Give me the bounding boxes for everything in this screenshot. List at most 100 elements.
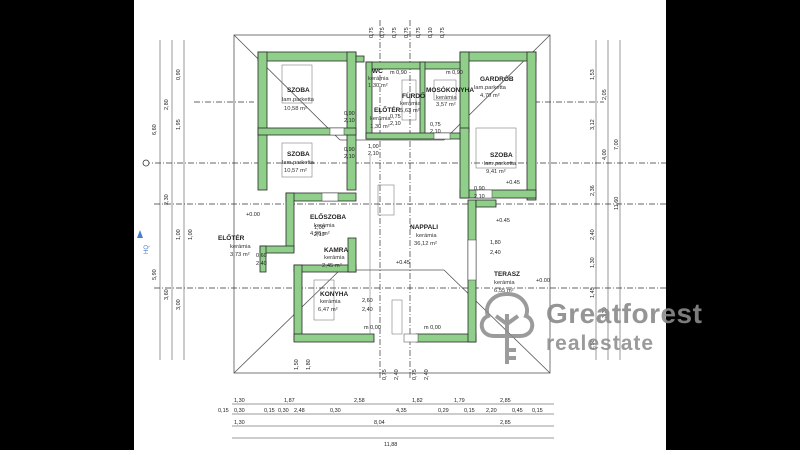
dimension-label: kerámia xyxy=(400,101,421,107)
dimension-label: kerámia xyxy=(494,280,515,286)
dimension-label: kerámia xyxy=(416,233,437,239)
dimension-label: 4,35 xyxy=(396,408,407,414)
dimension-label: 2,10 xyxy=(390,121,401,127)
dimension-label: 0,10 xyxy=(428,27,434,38)
dimension-label: 2,30 xyxy=(164,194,170,205)
dimension-label: 0,75 xyxy=(380,27,386,38)
dimension-label: 3,12 xyxy=(590,119,596,130)
dimension-label: m 0,00 xyxy=(364,325,381,331)
right-black-bar xyxy=(666,0,800,450)
dimension-label: 3,30 xyxy=(602,307,608,318)
room-konyha: KONYHA kerámia 6,47 m² xyxy=(318,291,348,313)
dimension-label: m 0,00 xyxy=(424,325,441,331)
room-szoba-3: SZOBA lam.parketta 9,41 m² xyxy=(484,152,517,175)
dimension-label: kerámia xyxy=(320,299,341,305)
dimension-label: lam.parketta xyxy=(282,160,315,166)
left-dimension-labels: 6,60 2,80 0,90 1,95 2,30 5,90 3,60 3,00 … xyxy=(152,69,194,310)
dimension-label: 1,00 xyxy=(176,229,182,240)
dimension-label: 2,80 xyxy=(164,99,170,110)
watermark-logo: Greatforest realestate xyxy=(472,284,732,370)
dimension-label: 1,30 xyxy=(234,398,245,404)
dimension-label: 1,30 m² xyxy=(370,124,390,130)
dimension-label: m 0,90 xyxy=(446,70,463,76)
dimension-label: +0.00 xyxy=(536,278,550,284)
dimension-label: 5,90 xyxy=(152,269,158,280)
left-black-bar xyxy=(0,0,134,450)
dimension-label: kerámia xyxy=(314,223,335,229)
dimension-label: 2,58 xyxy=(354,398,365,404)
dimension-label: 7,00 xyxy=(614,139,620,150)
room-eloter-large: ELŐTÉR kerámia 3,73 m² xyxy=(218,233,251,258)
dimension-label: +0.00 xyxy=(246,212,260,218)
level-labels: +0.00 +0.45 +0.45 +0.45 +0.00 xyxy=(246,180,550,284)
section-mark-label: HQ xyxy=(144,245,150,254)
dimension-label: 2,60 xyxy=(362,298,373,304)
dimension-label: NAPPALI xyxy=(410,224,438,231)
dimension-label: 6,60 xyxy=(152,124,158,135)
interior-details xyxy=(281,64,517,335)
dimension-label: 1,45 xyxy=(590,287,596,298)
dimension-label: +0.45 xyxy=(396,260,410,266)
dimension-label: 2,40 xyxy=(590,229,596,240)
dimension-label: 5,63 m² xyxy=(400,108,420,114)
dimension-label: 0,75 xyxy=(369,27,375,38)
room-eloter-small: ELŐTÉR kerámia 1,30 m² xyxy=(370,105,401,130)
top-dimension-labels: 0,75 0,75 0,75 0,75 0,75 0,10 0,75 xyxy=(369,27,446,38)
right-dimension-chain xyxy=(595,40,621,360)
room-kamra: KAMRA kerámia 2,45 m² xyxy=(322,247,348,269)
dimension-label: 1,00 xyxy=(314,225,325,231)
dimension-label: 3,73 m² xyxy=(230,252,250,258)
dimension-label: 0,75 xyxy=(416,27,422,38)
dimension-label: 0,75 xyxy=(404,27,410,38)
room-nappali: NAPPALI kerámia 36,12 m² xyxy=(410,224,438,247)
dimension-label: 2,85 xyxy=(500,398,511,404)
dimension-label: 0,29 xyxy=(438,408,449,414)
dimension-label: 3,00 xyxy=(176,299,182,310)
dimension-label: 2,40 xyxy=(362,307,373,313)
dimension-label: 4,00 xyxy=(602,149,608,160)
dimension-label: 0,75 xyxy=(440,27,446,38)
tree-key-icon xyxy=(479,291,535,364)
bottom-dims-row1: 1,30 1,87 2,58 1,82 1,79 2,85 xyxy=(234,398,511,404)
dimension-label: 1,50 xyxy=(590,339,596,350)
dimension-label: 0,45 xyxy=(512,408,523,414)
dimension-label: SZOBA xyxy=(490,152,513,159)
dimension-label: +0.45 xyxy=(506,180,520,186)
dimension-label: 2,10 xyxy=(314,232,325,238)
dimension-label: 9,41 m² xyxy=(486,169,506,175)
dimension-label: KONYHA xyxy=(320,291,348,298)
dimension-label: kerámia xyxy=(324,255,345,261)
dimension-label: 2,10 xyxy=(344,118,355,124)
watermark-title: Greatforest xyxy=(546,298,703,329)
room-labels: SZOBA lam.parketta 10,58 m² SZOBA lam.pa… xyxy=(218,68,520,313)
dimension-label: 0,15 xyxy=(464,408,475,414)
floor-plan-svg: HQ SZOBA lam.parketta 10,58 m² SZOBA lam… xyxy=(137,20,666,448)
dimension-label: 1,00 xyxy=(188,229,194,240)
dimension-label: kerámia xyxy=(436,95,457,101)
dimension-label: 6,47 m² xyxy=(318,307,338,313)
dimension-label: 2,40 xyxy=(490,250,501,256)
svg-text:1,80: 1,80 xyxy=(306,359,312,370)
room-terasz: TERASZ kerámia 6,55 m² xyxy=(494,271,520,294)
dimension-label: 11,88 xyxy=(384,442,397,448)
dimension-label: 0,90 xyxy=(176,69,182,80)
dimension-label: 2,45 m² xyxy=(322,263,342,269)
dimension-label: TERASZ xyxy=(494,271,520,278)
dimension-label: 0,30 xyxy=(234,408,245,414)
svg-text:1,50: 1,50 xyxy=(294,359,300,370)
bottom-axis-labels: 0,75 2,40 0,75 2,40 1,50 1,80 xyxy=(294,359,430,380)
dimension-label: 2,10 xyxy=(368,151,379,157)
dimension-label: 0,30 xyxy=(278,408,289,414)
dimension-label: 1,30 xyxy=(590,257,596,268)
dimension-label: 2,10 xyxy=(474,194,485,200)
dimension-label: 8,04 xyxy=(374,420,385,426)
svg-text:2,40: 2,40 xyxy=(394,369,400,380)
room-eloszoba: ELŐSZOBA kerámia 4,96 m² xyxy=(310,212,346,237)
room-mosokonyha: MOSÓKONYHA kerámia 3,57 m² xyxy=(426,85,474,108)
dimension-label: +0.45 xyxy=(496,218,510,224)
dimension-label: 4,96 m² xyxy=(310,231,330,237)
dimension-label: 1,95 xyxy=(176,119,182,130)
room-gardrob: GARDRÓB lam.parketta 4,70 m² xyxy=(474,74,514,99)
dimension-label: 0,60 xyxy=(256,253,267,259)
room-furdo: FÜRDŐ kerámia 5,63 m² xyxy=(400,91,425,114)
